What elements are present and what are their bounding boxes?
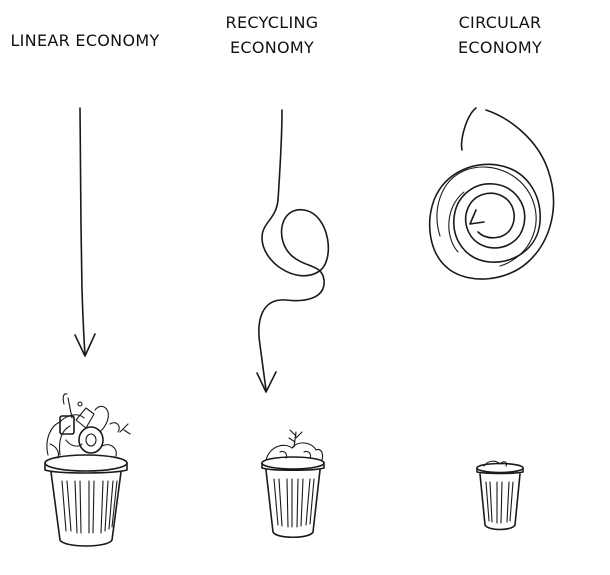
recycling-title-line-1: RECYCLING bbox=[225, 13, 319, 32]
circular-spiral-arrow bbox=[428, 107, 555, 280]
linear-economy-title: LINEAR ECONOMY bbox=[0, 28, 170, 53]
recycling-trash-pile bbox=[265, 429, 324, 461]
recycling-title-line-2: ECONOMY bbox=[229, 38, 315, 57]
circular-nearly-empty-trash-bin bbox=[476, 460, 524, 531]
circular-economy-title: CIRCULAR ECONOMY bbox=[440, 10, 560, 60]
linear-title-line-1: LINEAR ECONOMY bbox=[10, 31, 160, 50]
recycling-economy-title: RECYCLING ECONOMY bbox=[212, 10, 332, 60]
linear-overflowing-trash-bin bbox=[44, 393, 131, 547]
circular-title-line-2: ECONOMY bbox=[457, 38, 543, 57]
recycling-looping-arrow bbox=[256, 109, 330, 393]
linear-straight-arrow bbox=[74, 107, 96, 357]
recycling-half-full-trash-bin bbox=[261, 429, 325, 539]
circular-title-line-1: CIRCULAR bbox=[458, 13, 542, 32]
linear-trash-pile bbox=[46, 393, 131, 459]
